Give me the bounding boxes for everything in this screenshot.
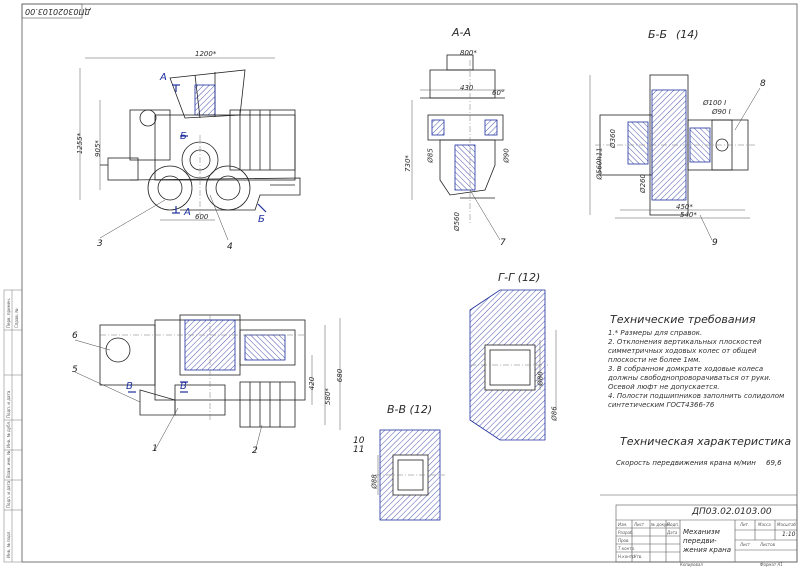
title-block-copy: Копировал [680, 562, 703, 567]
callout-3: 3 [97, 239, 103, 249]
side-stamp-label: Перв. примен. [6, 297, 11, 328]
section-aa-title: А-А [452, 26, 472, 39]
dim-600: 600 [195, 213, 209, 221]
title-block-sheets: Листов [760, 542, 775, 547]
section-vv-title: В-В (12) [387, 403, 433, 416]
side-stamp-label: Подп. и дата [6, 480, 11, 508]
characteristics-title: Техническая характеристика [620, 435, 792, 448]
sheet-code-top: ДП03020103.00 [25, 7, 91, 16]
title-block-row: Т.контр. [618, 546, 636, 551]
sheet-frame [21, 3, 798, 563]
dim-88: Ø88 [370, 474, 379, 489]
title-block-row: Пров. [618, 538, 630, 543]
callout-1: 1 [152, 444, 158, 454]
dim-450: 450* [676, 203, 693, 211]
speed-label: Скорость передвижения крана м/мин [616, 459, 756, 467]
requirement-item: 1.* Размеры для справок. [608, 329, 703, 337]
callout-5: 5 [72, 365, 78, 375]
requirement-item: 2. Отклонения вертикальных плоскостей си… [608, 338, 762, 364]
section-aa [411, 54, 505, 241]
cut-markers-main [172, 84, 267, 214]
dim-430: 430 [460, 84, 474, 92]
title-block-row: Дата [667, 530, 678, 535]
dim-580: 580* [323, 388, 332, 405]
dim-90b: Ø90 Ⅰ [712, 108, 731, 116]
title-block-scale: 1:10 [782, 531, 796, 538]
main-view [79, 57, 301, 241]
side-stamp-label: Инв. № дубл. [6, 420, 11, 448]
callout-7: 7 [500, 238, 506, 248]
title-block-sheet: Лист [740, 542, 751, 547]
requirements-list: 1.* Размеры для справок. 2. Отклонения в… [608, 329, 793, 410]
callout-9: 9 [712, 238, 718, 248]
dim-730: 730* [403, 155, 412, 172]
speed-value: 69,6 [766, 459, 782, 467]
callout-11: 11 [353, 445, 365, 455]
side-stamp [3, 289, 23, 563]
callout-2: 2 [252, 446, 258, 456]
section-gg [469, 289, 557, 441]
side-stamp-label: Подп. и дата [6, 390, 11, 418]
title-block-mass: Масса [758, 522, 771, 527]
cut-label-b-top: Б [180, 131, 187, 142]
dim-1200: 1200* [195, 50, 217, 58]
cut-label-b-bottom: Б [258, 214, 265, 225]
requirement-item: 3. В собранном домкрате ходовые колеса д… [608, 365, 771, 391]
title-block-scale-label: Масштаб [777, 522, 797, 527]
section-bb [589, 74, 761, 241]
cut-label-v-right: В [180, 381, 187, 392]
dim-85: Ø85 [426, 148, 435, 163]
callout-6: 6 [72, 331, 78, 341]
requirement-item: 4. Полости подшипников заполнить солидол… [608, 392, 785, 409]
title-block-row: Лист [634, 522, 645, 527]
dim-60: 60° [492, 89, 505, 97]
cut-label-a-top: А [160, 72, 167, 83]
dim-680: 680 [336, 368, 345, 383]
title-block-lit: Лит. [740, 522, 750, 527]
title-block-row: Изм. [618, 522, 628, 527]
dim-540: 540* [680, 211, 697, 219]
callout-10: 10 [353, 436, 365, 446]
dim-86: Ø86 [550, 406, 559, 421]
dim-80: Ø80 [536, 371, 545, 386]
title-block-row: № докум. [651, 522, 671, 527]
dim-420: 420 [308, 376, 317, 391]
dim-90: Ø90 [502, 148, 511, 163]
dim-560h11: Ø560h11 [595, 147, 604, 180]
title-block-row: Утв. [634, 554, 643, 559]
dim-800: 800* [460, 49, 477, 57]
section-gg-title: Г-Г (12) [498, 271, 541, 284]
title-block-name: Механизм передви-жения крана [683, 528, 732, 554]
title-block [615, 504, 798, 563]
title-block-row: Подп. [667, 522, 680, 527]
cut-markers-plan [128, 381, 188, 393]
title-block-code: ДП03.02.0103.00 [692, 507, 772, 517]
dim-260: Ø260 [638, 174, 647, 193]
code-box-top [21, 3, 83, 19]
side-stamp-label: Инв. № подл. [6, 530, 11, 558]
dim-360: Ø360 [608, 129, 617, 148]
title-block-row: Разраб. [618, 530, 634, 535]
requirements-title: Технические требования [610, 313, 756, 326]
cut-label-a-bottom: А [184, 207, 191, 218]
section-bb-scale: (14) [676, 28, 699, 41]
section-bb-title: Б-Б [648, 28, 668, 41]
side-stamp-label: Взам. инв. № [6, 450, 11, 478]
title-block-row: Н.контр. [618, 554, 636, 559]
callout-4: 4 [227, 242, 233, 252]
title-block-format: Формат А1 [760, 562, 783, 567]
dim-560: Ø560 [452, 212, 461, 231]
cut-label-v-left: В [126, 381, 133, 392]
plan-view [74, 314, 341, 453]
dim-905: 905* [93, 140, 102, 157]
side-stamp-label: Справ. № [14, 308, 19, 328]
dim-1255: 1255* [76, 132, 85, 155]
callout-8: 8 [760, 79, 766, 89]
dim-100: Ø100 Ⅰ [703, 99, 727, 107]
section-vv [375, 429, 445, 521]
